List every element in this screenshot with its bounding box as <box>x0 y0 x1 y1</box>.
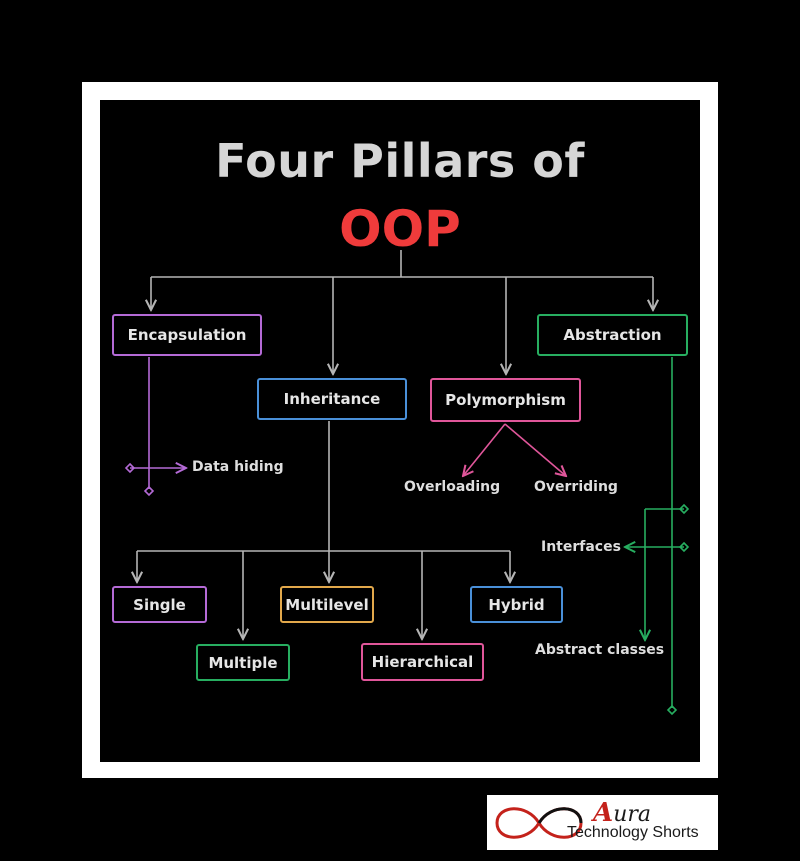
encapsulation-node: Encapsulation <box>112 314 262 356</box>
multilevel-label: Multilevel <box>285 595 369 614</box>
encapsulation-label: Encapsulation <box>127 326 247 344</box>
diagram-title: Four Pillars of <box>215 134 585 188</box>
abstraction-connectors <box>625 357 690 716</box>
polymorphism-node: Polymorphism <box>430 378 581 422</box>
abstraction-node: Abstraction <box>537 314 688 356</box>
diagram-title-highlight: OOP <box>339 200 461 258</box>
multiple-node: Multiple <box>196 644 290 681</box>
multiple-label: Multiple <box>208 653 278 672</box>
inheritance-node: Inheritance <box>257 378 407 420</box>
abstract-classes-label: Abstract classes <box>535 642 665 658</box>
single-label: Single <box>133 595 186 614</box>
hybrid-node: Hybrid <box>470 586 563 623</box>
logo-tagline: Technology Shorts <box>567 824 699 841</box>
logo-brand-text: Aura <box>593 798 651 828</box>
data-hiding-label: Data hiding <box>192 459 284 475</box>
interfaces-label: Interfaces <box>541 539 621 555</box>
hierarchical-label: Hierarchical <box>371 653 474 671</box>
multilevel-node: Multilevel <box>280 586 374 623</box>
hybrid-label: Hybrid <box>488 595 545 614</box>
polymorphism-connectors <box>463 423 566 476</box>
inheritance-connectors <box>137 421 510 639</box>
overriding-label: Overriding <box>534 479 618 495</box>
brand-logo: Aura Technology Shorts <box>487 795 718 850</box>
encapsulation-connectors <box>124 357 186 497</box>
hierarchical-node: Hierarchical <box>361 643 484 681</box>
inheritance-label: Inheritance <box>283 390 381 408</box>
infinity-logo-icon <box>495 807 583 839</box>
overloading-label: Overloading <box>404 479 501 495</box>
polymorphism-label: Polymorphism <box>445 391 566 409</box>
pillar-connectors <box>151 250 653 374</box>
single-node: Single <box>112 586 207 623</box>
abstraction-label: Abstraction <box>563 326 662 344</box>
